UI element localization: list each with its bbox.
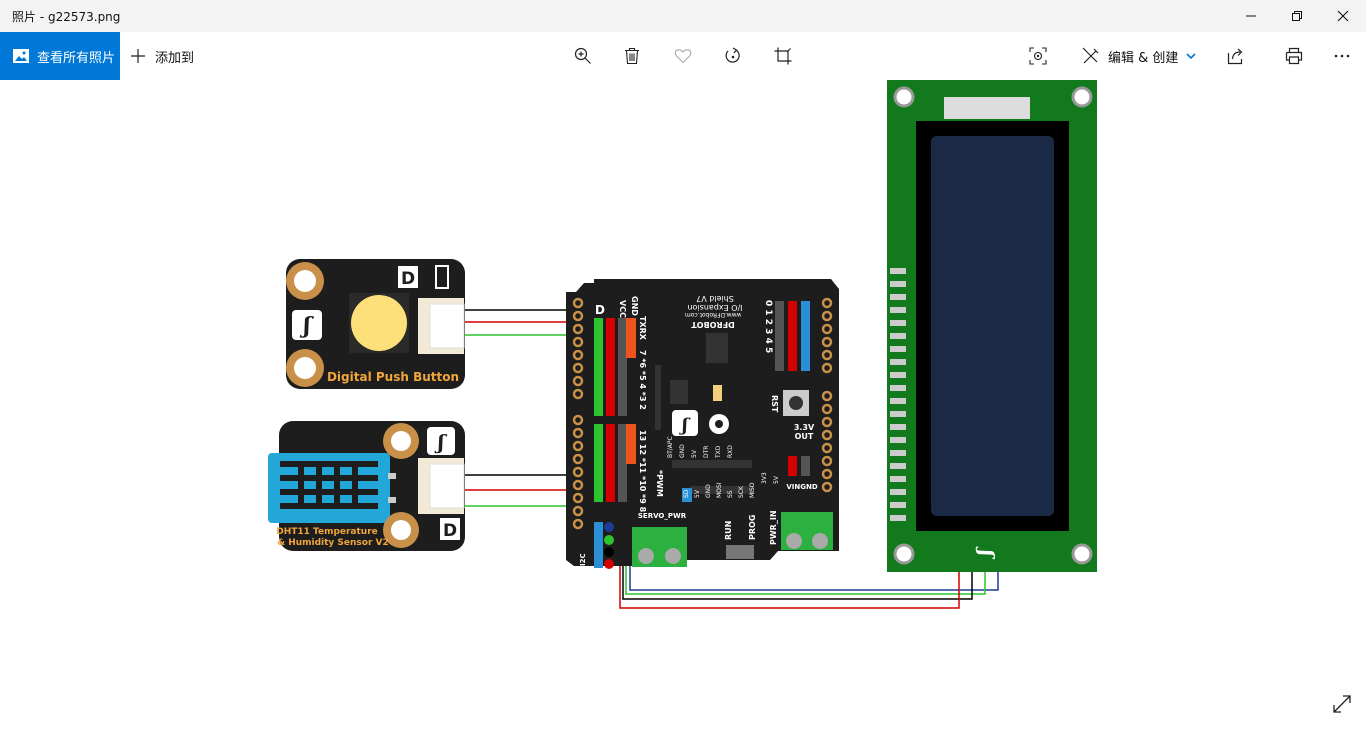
button-module-label: Digital Push Button: [327, 370, 459, 384]
power-select-label: 3V3: [761, 472, 768, 484]
minimize-button[interactable]: [1228, 0, 1274, 32]
restore-icon: [1292, 11, 1302, 21]
shield-title-1: Shield V7: [696, 294, 734, 303]
dht-label-2: & Humidity Sensor V2: [277, 538, 389, 548]
dht-label-1: DHT11 Temperature: [276, 527, 378, 537]
shield-url: www.DFRobot.com: [685, 311, 741, 318]
full-screen-button[interactable]: [1330, 692, 1354, 716]
shield-title-2: I/O Expansion: [687, 303, 742, 312]
gnd-label: GND: [630, 296, 639, 316]
delete-button[interactable]: [620, 44, 644, 68]
photo-icon: [13, 49, 29, 63]
add-to-label: 添加到: [155, 50, 195, 66]
share-icon: [1227, 48, 1243, 65]
more-button[interactable]: [1330, 44, 1354, 68]
module-d-label: D: [401, 269, 415, 289]
bt-pin-label: TXD: [715, 445, 722, 459]
dht11-module: ʃ D DHT11 Temperature & Humidity Sensor …: [268, 421, 465, 551]
plus-icon: [131, 49, 145, 63]
txrx-label: TXRX: [638, 316, 647, 341]
window-title: 照片 - g22573.png: [12, 10, 121, 24]
bt-pin-label: BT/APC: [667, 436, 674, 458]
edit-icon: [1082, 47, 1099, 64]
edit-create-label: 编辑 & 创建: [1108, 50, 1179, 66]
prog-label: PROG: [748, 515, 757, 540]
svg-text:ʃ: ʃ: [299, 313, 314, 339]
shield-brand: DFROBOT: [691, 320, 735, 329]
out33-label-2: OUT: [795, 432, 814, 441]
close-icon: [1337, 10, 1349, 22]
toolbar: 查看所有照片 添加到 编辑 & 创建: [0, 32, 1366, 80]
bt-pin-label: RXD: [727, 445, 734, 458]
servo-pwr-label: SERVO_PWR: [638, 512, 687, 520]
edit-create-button[interactable]: 编辑 & 创建: [1082, 32, 1196, 80]
i2c-label: I2C: [579, 553, 587, 566]
analog-pins-label: 0 1 2 3 4 5: [763, 300, 773, 353]
crop-button[interactable]: [771, 44, 795, 68]
trash-icon: [625, 47, 639, 65]
spi-pin-label: MOSI: [716, 482, 723, 498]
add-to-button[interactable]: 添加到: [130, 32, 194, 80]
heart-icon: [674, 49, 692, 64]
crop-icon: [774, 47, 792, 65]
pins-mid-label: 7 *6 *5 4 *3 2: [638, 350, 647, 410]
rst-label: RST: [770, 395, 779, 413]
spi-pin-label: SD: [683, 489, 690, 498]
view-all-photos-button[interactable]: 查看所有照片: [0, 32, 120, 80]
spi-pin-label: SCK: [738, 485, 745, 498]
print-button[interactable]: [1282, 44, 1306, 68]
pwr-in-label: PWR_IN: [769, 510, 778, 545]
view-all-photos-label: 查看所有照片: [37, 50, 116, 66]
chevron-down-icon: [1186, 53, 1196, 60]
close-button[interactable]: [1320, 0, 1366, 32]
svg-text:ʃ: ʃ: [975, 546, 999, 560]
spi-pin-label: GND: [705, 484, 712, 498]
spi-pin-label: 5V: [694, 489, 701, 498]
pins-left-label: 13 12 *11 *10 *9 8: [638, 430, 647, 513]
more-icon: [1334, 54, 1350, 58]
out33-label-1: 3.3V: [794, 423, 815, 432]
push-button-module: ʃ D Digital Push Button: [286, 259, 465, 389]
favorite-button[interactable]: [671, 44, 695, 68]
restore-button[interactable]: [1274, 0, 1320, 32]
lcd-module: ʃ: [887, 80, 1097, 572]
minimize-icon: [1246, 15, 1256, 17]
run-label: RUN: [724, 521, 733, 540]
io-shield: D VCC GND TXRX 7 *6 *5 4 *3 2 13 12 *11 …: [566, 279, 839, 569]
rotate-icon: [725, 47, 740, 63]
share-button[interactable]: [1224, 44, 1248, 68]
title-bar: 照片 - g22573.png: [0, 0, 1366, 32]
enhance-button[interactable]: [1026, 44, 1050, 68]
bt-pin-label: GND: [679, 444, 686, 458]
svg-text:D: D: [595, 303, 605, 317]
bt-pin-label: DTR: [703, 446, 710, 458]
spi-pin-label: MISO: [749, 482, 756, 498]
vingnd-label: VINGND: [786, 483, 817, 491]
power-select-label: 5V: [773, 475, 780, 484]
svg-text:ʃ: ʃ: [434, 430, 448, 454]
vcc-label: VCC: [618, 300, 627, 318]
expand-icon: [1333, 695, 1351, 713]
photo-canvas: ʃ D Digital Push Button ʃ: [0, 80, 1366, 728]
circuit-diagram: ʃ D Digital Push Button ʃ: [268, 80, 1097, 609]
print-icon: [1285, 47, 1303, 65]
zoom-button[interactable]: [571, 44, 595, 68]
rotate-button[interactable]: [721, 44, 745, 68]
bt-pin-label: 5V: [691, 449, 698, 458]
pwm-label: *PWM: [655, 470, 664, 497]
enhance-icon: [1029, 47, 1047, 65]
spi-pin-label: SS: [727, 490, 734, 498]
zoom-in-icon: [574, 47, 591, 64]
svg-text:D: D: [443, 521, 457, 541]
